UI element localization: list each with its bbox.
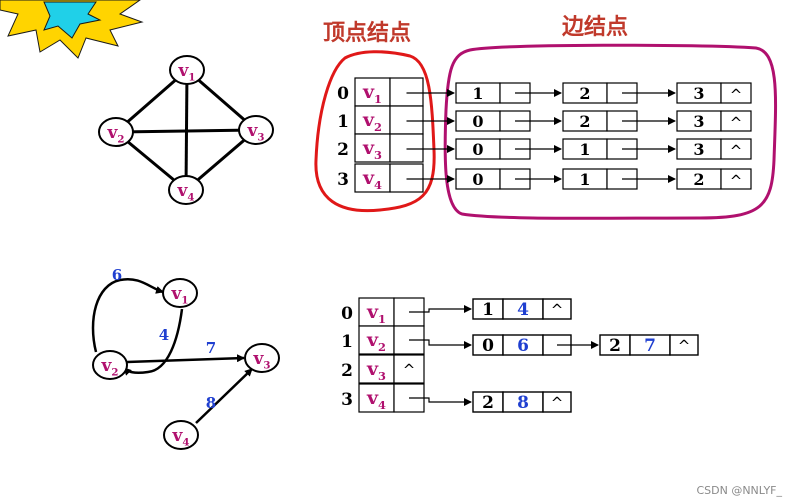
adjvex-value: 3	[693, 84, 704, 103]
heading-edge-nodes: 边结点	[561, 14, 628, 40]
heading-vertex-nodes: 顶点结点	[323, 20, 411, 46]
edge-weight-label: 6	[112, 266, 122, 284]
edge-weight-label: 7	[206, 339, 216, 357]
edge-weight-label: 4	[159, 326, 169, 344]
firstarc-cell	[390, 164, 423, 192]
row-index: 2	[341, 361, 353, 381]
weight-value: 6	[517, 336, 529, 356]
adjvex-value: 0	[472, 140, 483, 159]
edge-nodes-loop	[445, 45, 775, 218]
row-index: 3	[337, 170, 349, 190]
edge-v2-v1	[93, 279, 163, 352]
edge-weight-label: 8	[206, 394, 216, 412]
null-terminator: ^	[551, 301, 564, 319]
row-index: 2	[337, 140, 349, 160]
row-index: 1	[337, 112, 349, 132]
edge-v2-v3	[116, 130, 256, 132]
null-terminator: ^	[551, 394, 564, 412]
adjvex-value: 0	[472, 112, 483, 131]
weight-value: 8	[517, 393, 529, 413]
firstarc-cell	[390, 78, 423, 106]
weight-value: 4	[517, 300, 529, 320]
firstarc-cell	[390, 106, 423, 134]
null-terminator: ^	[730, 142, 743, 160]
starburst-decoration	[0, 0, 142, 58]
adjvex-value: 0	[482, 336, 494, 356]
adjvex-value: 3	[693, 140, 704, 159]
row-index: 0	[341, 304, 353, 324]
row-index: 0	[337, 84, 349, 104]
adjvex-value: 2	[482, 393, 494, 413]
adjvex-value: 1	[579, 140, 590, 159]
null-terminator: ^	[730, 86, 743, 104]
row-index: 3	[341, 390, 353, 410]
null-terminator: ^	[403, 361, 416, 379]
adjvex-value: 0	[472, 170, 483, 189]
adjvex-value: 3	[693, 112, 704, 131]
adjvex-value: 2	[579, 112, 590, 131]
weight-value: 7	[644, 336, 656, 356]
adjvex-value: 2	[609, 336, 621, 356]
adjvex-value: 1	[482, 300, 494, 320]
null-terminator: ^	[730, 172, 743, 190]
firstarc-cell	[390, 134, 423, 162]
edge-v2-v3	[127, 358, 244, 362]
row-index: 1	[341, 332, 353, 352]
adjvex-value: 1	[472, 84, 483, 103]
edge-v4-v3	[196, 369, 252, 423]
adjvex-value: 1	[579, 170, 590, 189]
adjvex-value: 2	[693, 170, 704, 189]
null-terminator: ^	[730, 114, 743, 132]
null-terminator: ^	[678, 337, 691, 355]
watermark: CSDN @NNLYF_	[696, 484, 782, 497]
adjvex-value: 2	[579, 84, 590, 103]
edge-v1-v2	[124, 309, 182, 373]
